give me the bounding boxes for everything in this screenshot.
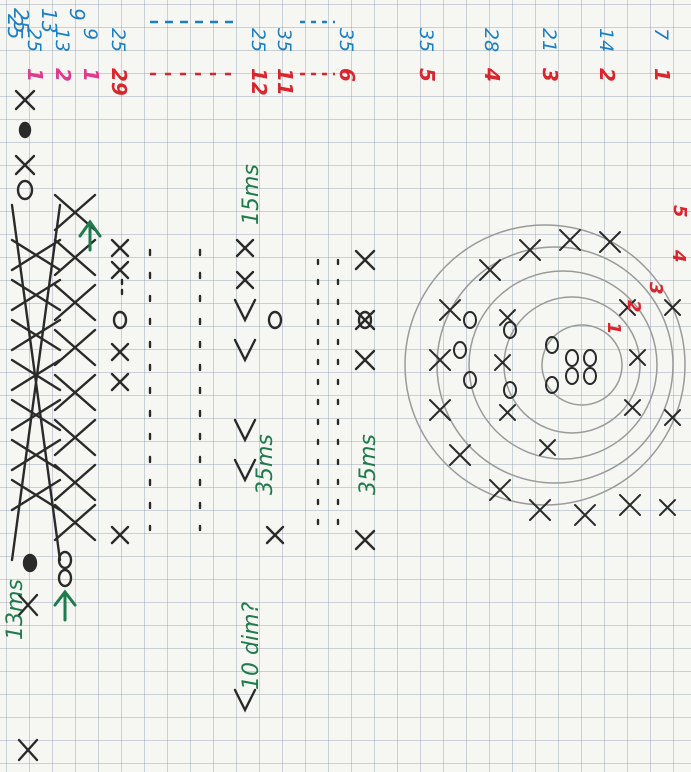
tb-25c: 25 (247, 28, 269, 52)
tb-25b: 25 (107, 28, 129, 52)
ring-4 (437, 247, 673, 483)
ring-5 (405, 225, 685, 505)
row-three (112, 240, 200, 543)
tb-35b: 35 (335, 28, 357, 52)
tb-21: 21 (538, 28, 560, 52)
tb-28: 28 (480, 28, 502, 52)
decrease-symbol (235, 300, 255, 320)
tb-14: 14 (595, 28, 617, 52)
chain-oval-symbol (18, 181, 32, 199)
ring-label-5: 5 (669, 205, 690, 218)
tr-11: 11 (273, 68, 297, 96)
tr-2p: 2 (51, 68, 75, 82)
ring-label-1: 1 (603, 322, 624, 335)
dense-x-band (12, 205, 60, 560)
row-five (318, 251, 374, 549)
tr-6: 6 (335, 68, 359, 82)
tb-25: 25 (23, 28, 45, 52)
note-35ms-b: 35ms (356, 434, 381, 495)
ring-label-4: 4 (668, 249, 689, 263)
tb-35a: 35 (273, 28, 295, 52)
tr-12: 12 (247, 68, 271, 96)
stitch-band-left (12, 91, 60, 760)
tr-1: 1 (650, 68, 674, 82)
note-10-dim: 10 dim? (239, 602, 264, 690)
tr-2: 2 (595, 68, 619, 82)
note-13ms: 13ms (3, 579, 28, 640)
chain-dot (20, 123, 30, 137)
top-red: 1 2 1 29 12 11 6 5 4 3 2 1 (23, 67, 674, 96)
note-35ms-a: 35ms (253, 434, 278, 495)
ring-label-2: 2 (623, 300, 644, 313)
tr-4: 4 (480, 67, 504, 82)
tr-29: 29 (107, 68, 131, 96)
tr-5: 5 (415, 68, 439, 82)
chain-dot-2 (24, 555, 36, 571)
round-diagram: 1 2 3 4 5 (405, 205, 690, 525)
note-15ms: 15ms (239, 164, 264, 225)
x-stitch (16, 91, 34, 109)
oval-b (59, 570, 71, 586)
oval-c (114, 312, 126, 328)
tr-1q: 1 (79, 68, 103, 82)
tb-13: 13 (51, 28, 73, 52)
hdr-blue-9: 9 (65, 8, 89, 21)
tb-35c: 35 (415, 28, 437, 52)
tb-7: 7 (650, 28, 672, 40)
top-blue: 25 13 9 25 25 35 35 35 28 21 14 7 (23, 28, 672, 52)
ring-label-3: 3 (645, 282, 666, 295)
tb-9: 9 (79, 28, 101, 40)
tr-3: 3 (538, 68, 562, 82)
tr-1p: 1 (23, 68, 47, 82)
